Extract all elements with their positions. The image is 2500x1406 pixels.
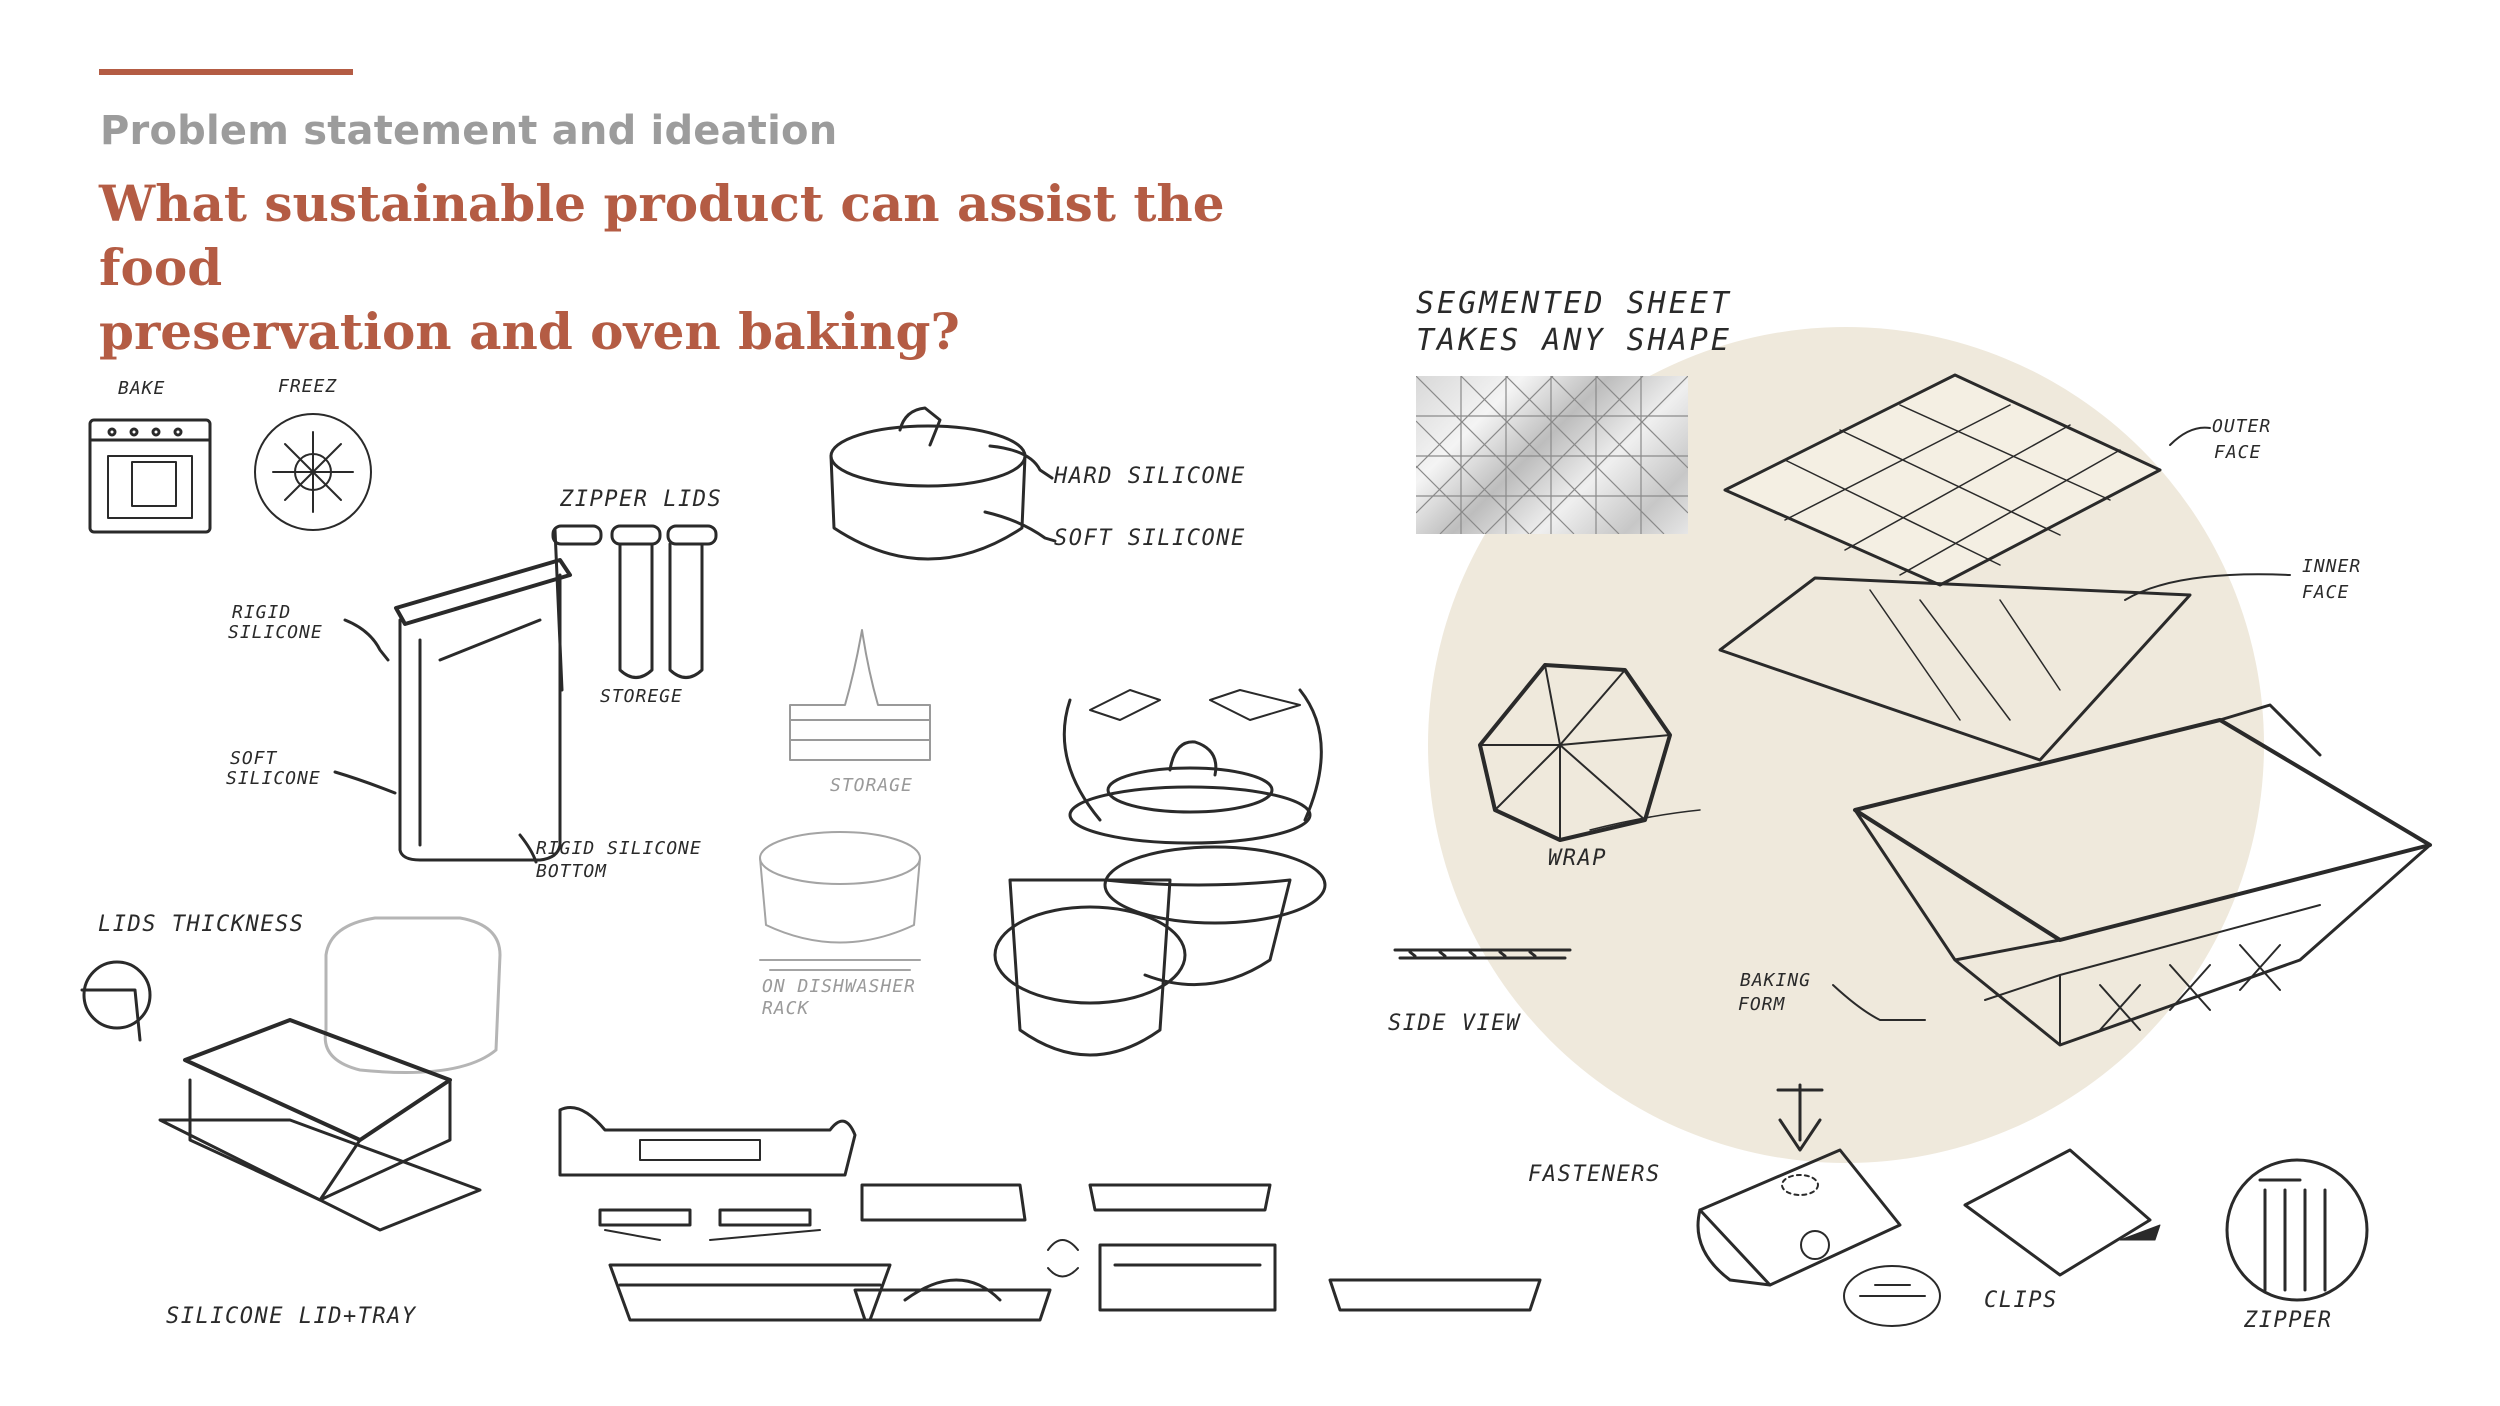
label-storage: STORAGE: [830, 775, 913, 796]
snowflake-icon: [255, 414, 371, 530]
label-inner-face-2: FACE: [2302, 582, 2349, 603]
label-lids-thickness: LIDS THICKNESS: [98, 912, 304, 937]
segmented-sheet-photo: [1416, 376, 1688, 534]
lids-thickness-sketch: [82, 962, 150, 1040]
label-soft-silicone-2: SILICONE: [226, 768, 321, 789]
label-zipper: ZIPPER: [2244, 1308, 2332, 1333]
label-rigid-silicone-1: RIGID: [232, 602, 291, 623]
label-segmented-1: SEGMENTED SHEET: [1416, 286, 1732, 321]
label-inner-face-1: INNER: [2302, 556, 2361, 577]
label-segmented-2: TAKES ANY SHAPE: [1416, 323, 1732, 358]
label-wrap: WRAP: [1548, 846, 1607, 871]
silicone-lid-tray-sketch: [160, 918, 500, 1230]
label-silicone-lid-tray: SILICONE LID+TRAY: [166, 1304, 417, 1329]
label-storege: STOREGE: [600, 686, 683, 707]
label-clips: CLIPS: [1984, 1288, 2058, 1313]
storage-stack-sketch: [790, 630, 930, 760]
silicone-bowl-sketch: [831, 408, 1055, 559]
label-hard-silicone: HARD SILICONE: [1054, 464, 1246, 489]
label-rigid-bottom-1: RIGID SILICONE: [536, 838, 702, 859]
segmented-sheet-grid: [1416, 376, 1688, 534]
rotate-icon: [1048, 1240, 1078, 1277]
label-rigid-silicone-2: SILICONE: [228, 622, 323, 643]
label-dishwasher-2: RACK: [762, 998, 809, 1019]
label-freez: FREEZ: [278, 376, 337, 397]
clips-sketch: [1965, 1150, 2160, 1275]
label-bake: BAKE: [118, 378, 165, 399]
zipper-sketch: [2227, 1160, 2367, 1300]
label-outer-face-2: FACE: [2214, 442, 2261, 463]
oven-icon: [90, 420, 210, 532]
label-baking-form-2: FORM: [1738, 994, 1785, 1015]
label-rigid-bottom-2: BOTTOM: [536, 861, 607, 882]
label-side-view: SIDE VIEW: [1388, 1011, 1521, 1036]
label-outer-face-1: OUTER: [2212, 416, 2271, 437]
label-soft-silicone: SOFT SILICONE: [1054, 526, 1246, 551]
fasteners-sketch: [1698, 1150, 1940, 1326]
label-soft-silicone-1: SOFT: [230, 748, 277, 769]
label-fasteners: FASTENERS: [1528, 1162, 1661, 1187]
label-dishwasher-1: ON DISHWASHER: [762, 976, 916, 997]
label-zipper-lids: ZIPPER LIDS: [560, 487, 722, 512]
dishwasher-bowl-sketch: [760, 832, 920, 970]
lid-and-bowls-sketch: [995, 690, 1325, 1055]
label-baking-form-1: BAKING: [1740, 970, 1811, 991]
